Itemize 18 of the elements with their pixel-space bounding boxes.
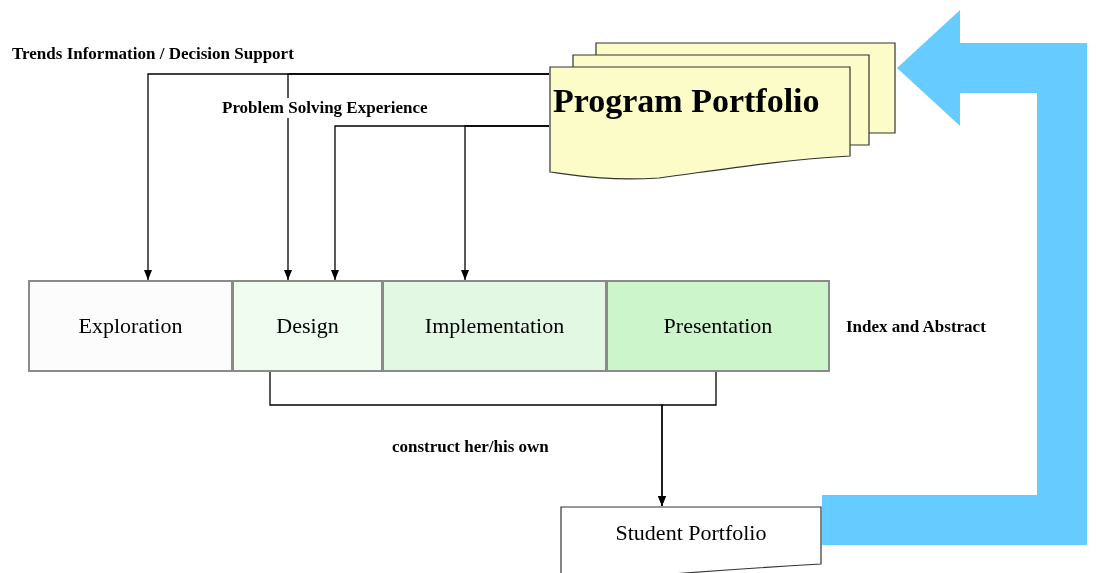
node-label: Design xyxy=(276,313,339,339)
edge-label: Trends Information / Decision Support xyxy=(12,44,294,64)
process-box xyxy=(28,280,233,372)
arrow xyxy=(658,371,717,507)
document-stack xyxy=(549,40,897,182)
process-box xyxy=(232,280,383,372)
edge-label: Problem Solving Experience xyxy=(222,98,428,118)
node-label: Program Portfolio xyxy=(553,82,820,120)
node-label: Presentation xyxy=(663,313,773,339)
arrow xyxy=(461,125,550,281)
node-label: Exploration xyxy=(78,313,183,339)
process-box xyxy=(606,280,830,372)
process-box xyxy=(382,280,607,372)
arrow xyxy=(284,73,550,281)
node-label: Implementation xyxy=(424,313,565,339)
block-arrow xyxy=(822,10,1087,545)
document-shape xyxy=(560,506,822,573)
node-label: Student Portfolio xyxy=(615,520,767,546)
